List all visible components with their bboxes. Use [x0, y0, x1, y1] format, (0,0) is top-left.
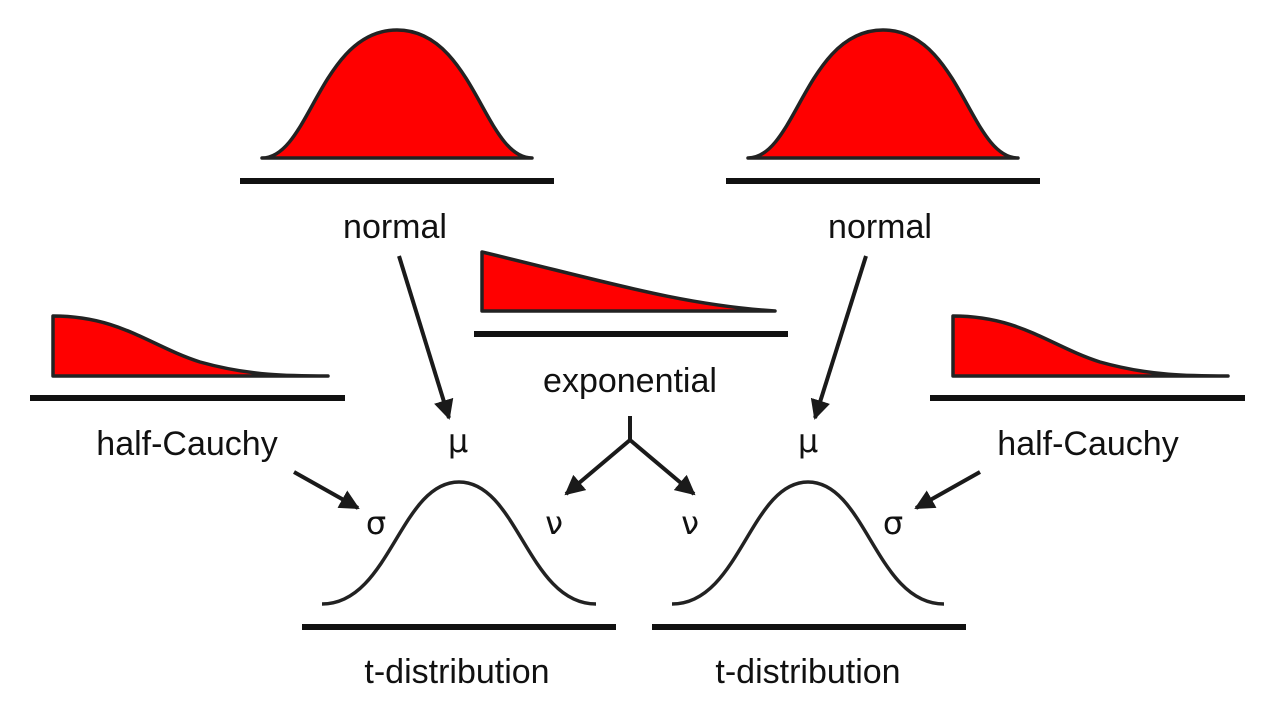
half-cauchy-label-right: half-Cauchy	[997, 425, 1178, 463]
normal-prior-left: normal	[240, 28, 554, 246]
normal-label-right: normal	[828, 208, 932, 246]
normal-curve-left	[260, 28, 534, 160]
exponential-prior: exponential	[474, 250, 788, 400]
half-cauchy-label-left: half-Cauchy	[96, 425, 277, 463]
nu-symbol-right: ν	[681, 504, 699, 542]
normal-prior-right: normal	[726, 28, 1040, 246]
mu-symbol-right: μ	[798, 422, 818, 460]
arrow-exponential-to-nu-left	[564, 438, 632, 496]
exponential-curve	[480, 250, 777, 313]
sigma-symbol-left: σ	[366, 504, 386, 542]
t-distribution-left: t-distribution	[302, 480, 616, 691]
arrow-half-cauchy-to-sigma-right	[914, 470, 981, 510]
t-distribution-label-right: t-distribution	[715, 653, 900, 691]
normal-curve-right	[746, 28, 1020, 160]
arrow-normal-to-mu-right	[810, 255, 868, 420]
nu-symbol-left: ν	[545, 504, 563, 542]
half-cauchy-curve-right	[951, 314, 1230, 378]
arrow-normal-to-mu-left	[397, 255, 454, 420]
half-cauchy-prior-left: half-Cauchy	[30, 314, 345, 463]
sigma-symbol-right: σ	[883, 504, 903, 542]
exponential-label: exponential	[543, 362, 717, 400]
arrow-exponential-to-nu	[564, 416, 696, 496]
half-cauchy-curve-left	[51, 314, 330, 378]
t-distribution-right: t-distribution	[652, 480, 966, 691]
arrow-half-cauchy-to-sigma-left	[293, 470, 360, 510]
t-distribution-curve-left	[321, 480, 597, 606]
t-distribution-curve-right	[671, 480, 945, 606]
half-cauchy-prior-right: half-Cauchy	[930, 314, 1245, 463]
normal-label-left: normal	[343, 208, 447, 246]
arrow-exponential-to-nu-right	[628, 438, 696, 496]
mu-symbol-left: μ	[448, 422, 468, 460]
t-distribution-label-left: t-distribution	[364, 653, 549, 691]
